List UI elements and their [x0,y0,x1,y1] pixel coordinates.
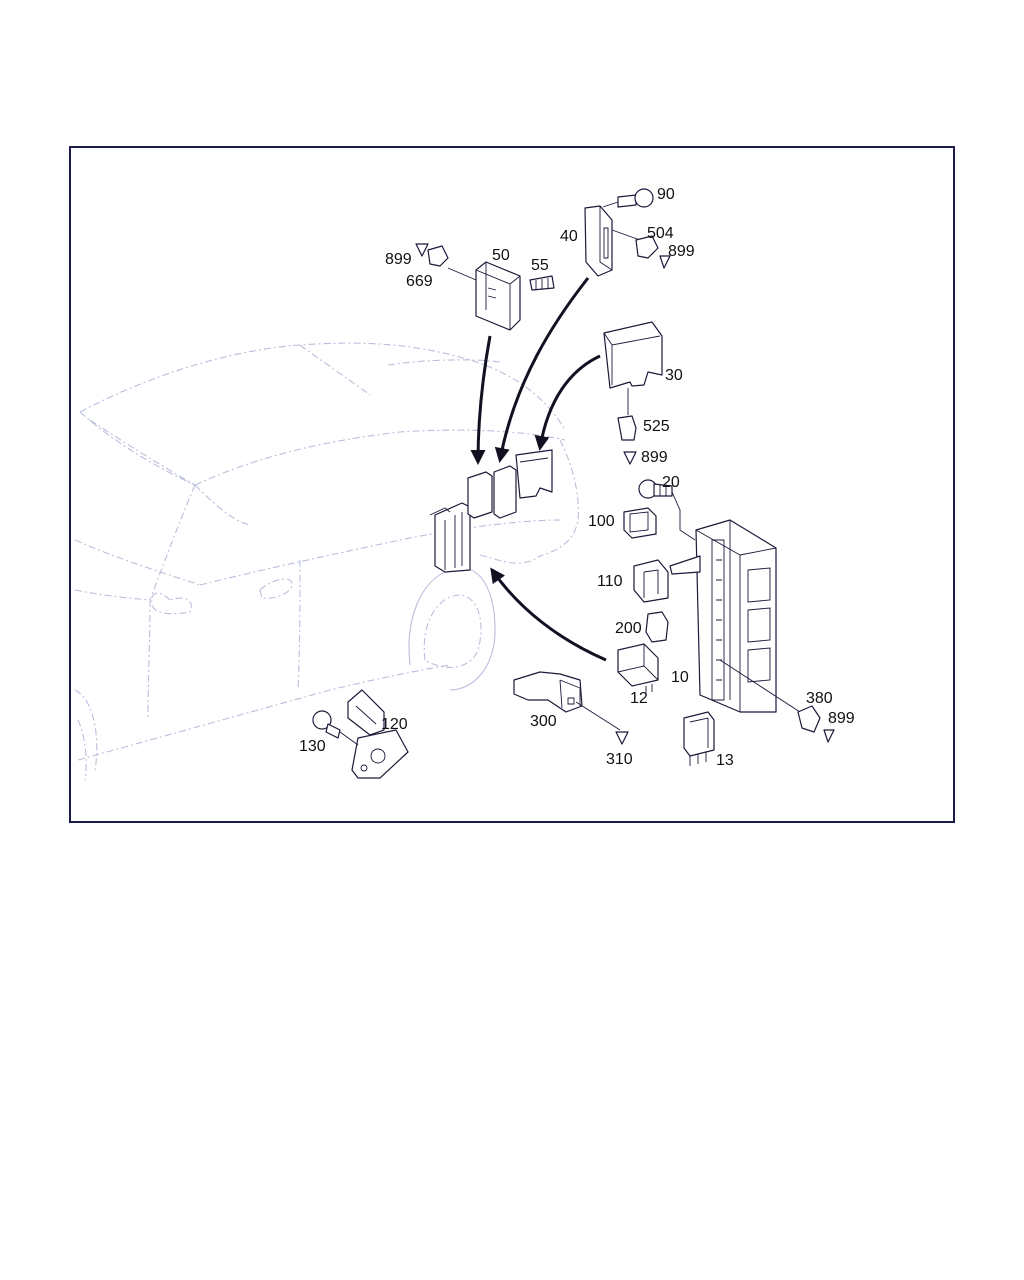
callout-200: 200 [615,620,642,637]
callout-40: 40 [560,228,578,245]
callout-380: 380 [806,690,833,707]
callout-90: 90 [657,186,675,203]
callout-669: 669 [406,273,433,290]
connector-525 [617,415,637,441]
connector-504 [635,235,671,269]
bracket-120 [347,689,409,779]
screw-55 [529,275,555,291]
relay-100 [623,507,657,539]
connector-669 [415,243,449,267]
relay-110 [633,559,669,603]
callout-310: 310 [606,751,633,768]
callout-130: 130 [299,738,326,755]
callout-13: 13 [716,752,734,769]
assembled-modules [467,449,553,519]
pin-899-c [623,451,637,465]
fuse-box-10 [669,519,801,713]
pin-310 [615,731,629,745]
callout-525: 525 [643,418,670,435]
callout-50: 50 [492,247,510,264]
callout-899-c: 899 [641,449,668,466]
callout-899-b: 899 [385,251,412,268]
callout-899-d: 899 [828,710,855,727]
cover-30 [603,321,663,415]
callout-55: 55 [531,257,549,274]
relay-12 [617,643,659,694]
callout-12: 12 [630,690,648,707]
assembly-arrows [470,277,607,662]
callout-10: 10 [671,669,689,686]
bolt-20 [638,479,696,541]
callout-labels: 90 40 504 899 50 899 55 669 30 525 899 2… [299,186,855,769]
mounting-bracket [429,502,471,573]
callout-30: 30 [665,367,683,384]
callout-20: 20 [662,474,680,491]
callout-100: 100 [588,513,615,530]
screw-130 [312,710,359,746]
switch-300 [513,671,621,731]
bolt-90 [602,188,654,208]
connector-380 [797,705,835,743]
module-40 [584,205,641,277]
car-outline [74,342,579,781]
callout-504: 504 [647,225,674,242]
callout-110: 110 [597,573,623,590]
callout-120: 120 [381,716,408,733]
part-200 [645,611,669,643]
callout-300: 300 [530,713,557,730]
relay-13 [683,711,715,766]
callout-899-a: 899 [668,243,695,260]
module-50 [447,261,521,331]
diagram-frame [69,146,955,823]
